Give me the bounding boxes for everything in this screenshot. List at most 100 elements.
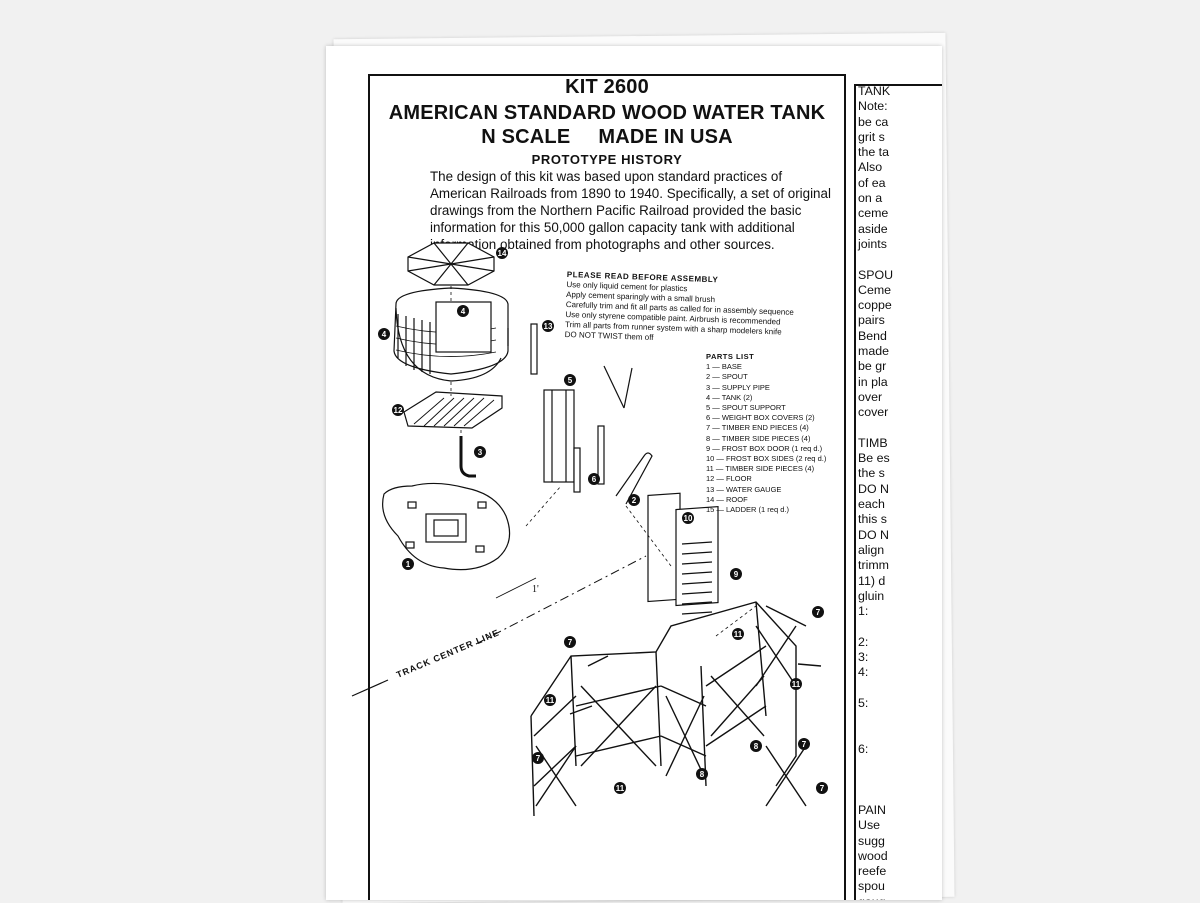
svg-text:14: 14	[498, 249, 507, 258]
callout: 11	[614, 782, 626, 794]
spout-support-part	[543, 389, 605, 493]
dimension-label: 1'	[532, 584, 539, 595]
side-column-line: ceme	[858, 206, 889, 221]
scale-label: N SCALE	[481, 126, 571, 148]
callout: 3	[474, 446, 486, 458]
side-column-line: gluin	[858, 588, 885, 603]
side-column-line	[858, 681, 893, 696]
side-column-line	[858, 421, 893, 436]
kit-subtitle: N SCALE MADE IN USA	[370, 126, 844, 149]
side-column-line: Also	[858, 160, 883, 175]
base-part	[382, 482, 511, 571]
parts-item: 8 — TIMBER SIDE PIECES (4)	[706, 433, 811, 443]
right-panel-border	[854, 84, 942, 900]
svg-text:11: 11	[792, 680, 801, 689]
side-column-line	[858, 772, 893, 787]
svg-text:8: 8	[754, 742, 759, 751]
svg-text:4: 4	[461, 307, 466, 316]
parts-item: 1 — BASE	[706, 362, 742, 372]
callout: 7	[816, 782, 828, 794]
side-column-line: 2:	[858, 634, 869, 649]
svg-text:7: 7	[536, 754, 541, 763]
history-line: The design of this kit was based upon st…	[430, 169, 783, 184]
history-line: drawings from the Northern Pacific Railr…	[430, 203, 802, 218]
spout-part	[603, 365, 653, 505]
side-column-line	[858, 757, 893, 772]
callout: 1	[402, 558, 414, 570]
callout: 9	[730, 568, 742, 580]
side-column-line: DO N	[858, 481, 889, 496]
svg-text:11: 11	[734, 630, 743, 639]
origin-label: MADE IN USA	[598, 126, 733, 148]
side-column-line: the ta	[858, 145, 890, 160]
callout: 11	[732, 628, 744, 640]
svg-text:10: 10	[684, 514, 693, 523]
side-column-line: joints	[858, 236, 887, 251]
svg-text:6: 6	[592, 475, 597, 484]
svg-text:7: 7	[816, 608, 821, 617]
svg-text:4: 4	[382, 330, 387, 339]
parts-item: 2 — SPOUT	[706, 372, 748, 382]
history-text: The design of this kit was based upon st…	[430, 168, 831, 253]
svg-text:5: 5	[568, 376, 573, 385]
side-column-line: Be es	[858, 451, 890, 466]
parts-item: 3 — SUPPLY PIPE	[706, 382, 770, 392]
side-column-line: trimm	[858, 558, 889, 573]
side-column-line	[858, 619, 893, 634]
track-label: TRACK CENTER LINE	[395, 627, 501, 680]
side-column-line: each	[858, 497, 885, 512]
svg-text:8: 8	[700, 770, 705, 779]
parts-item: 7 — TIMBER END PIECES (4)	[706, 423, 809, 433]
kit-number: KIT 2600	[565, 76, 649, 98]
svg-text:3: 3	[478, 448, 483, 457]
callout: 10	[682, 512, 694, 524]
parts-item: 6 — WEIGHT BOX COVERS (2)	[706, 413, 815, 423]
history-line: information obtained from photographs an…	[430, 237, 775, 252]
parts-item: 11 — TIMBER SIDE PIECES (4)	[706, 464, 815, 474]
main-panel-border	[368, 74, 846, 900]
side-column-line: PAIN	[858, 802, 886, 817]
side-column-line: TIMB	[858, 435, 888, 450]
callout: 11	[544, 694, 556, 706]
parts-item: 4 — TANK (2)	[706, 392, 753, 402]
svg-text:11: 11	[546, 696, 555, 705]
side-column-line: 11) d	[858, 573, 886, 588]
callout: 7	[532, 752, 544, 764]
callout: 11	[790, 678, 802, 690]
parts-item: 13 — WATER GAUGE	[706, 484, 782, 494]
side-column-line: on a	[858, 191, 883, 206]
assembly-notice: PLEASE READ BEFORE ASSEMBLY Use only liq…	[565, 270, 827, 349]
svg-text:13: 13	[544, 322, 553, 331]
callout: 2	[628, 494, 640, 506]
history-line: American Railroads from 1890 to 1940. Sp…	[430, 186, 831, 201]
side-column-line: align	[858, 542, 885, 557]
parts-list: PARTS LIST 1 — BASE 2 — SPOUT 3 — SUPPLY…	[706, 352, 826, 515]
svg-text:7: 7	[820, 784, 825, 793]
callout: 8	[750, 740, 762, 752]
parts-item: 15 — LADDER (1 req d.)	[706, 505, 789, 515]
roof-part	[407, 242, 495, 286]
side-column-line: pairs	[858, 313, 885, 328]
track-center-line: TRACK CENTER LINE 1'	[351, 555, 647, 697]
callout: 5	[564, 374, 576, 386]
side-column-line: TANK	[858, 84, 891, 98]
callout: 4	[378, 328, 390, 340]
side-column-line: 5:	[858, 695, 869, 710]
side-column-line: 1:	[858, 604, 869, 619]
parts-heading: PARTS LIST	[706, 352, 755, 361]
callout: 12	[392, 404, 404, 416]
callout-markers: 14 4 4 13 12 3 5 6 2 1 10 9 7 7 11 11 11…	[378, 247, 828, 794]
side-column-line: Use	[858, 818, 881, 833]
side-column-line: be ca	[858, 114, 889, 129]
tank-part	[393, 287, 509, 382]
side-column-line: over	[858, 389, 883, 404]
callout: 7	[798, 738, 810, 750]
history-line: information for this 50,000 gallon capac…	[430, 220, 795, 235]
parts-item: 9 — FROST BOX DOOR (1 req d.)	[706, 443, 823, 453]
leader-lines	[450, 286, 757, 637]
side-column-line	[858, 711, 893, 726]
side-column-line: Bend	[858, 328, 887, 343]
side-column-line: reefe	[858, 864, 887, 879]
side-column-line: coppe	[858, 298, 892, 313]
